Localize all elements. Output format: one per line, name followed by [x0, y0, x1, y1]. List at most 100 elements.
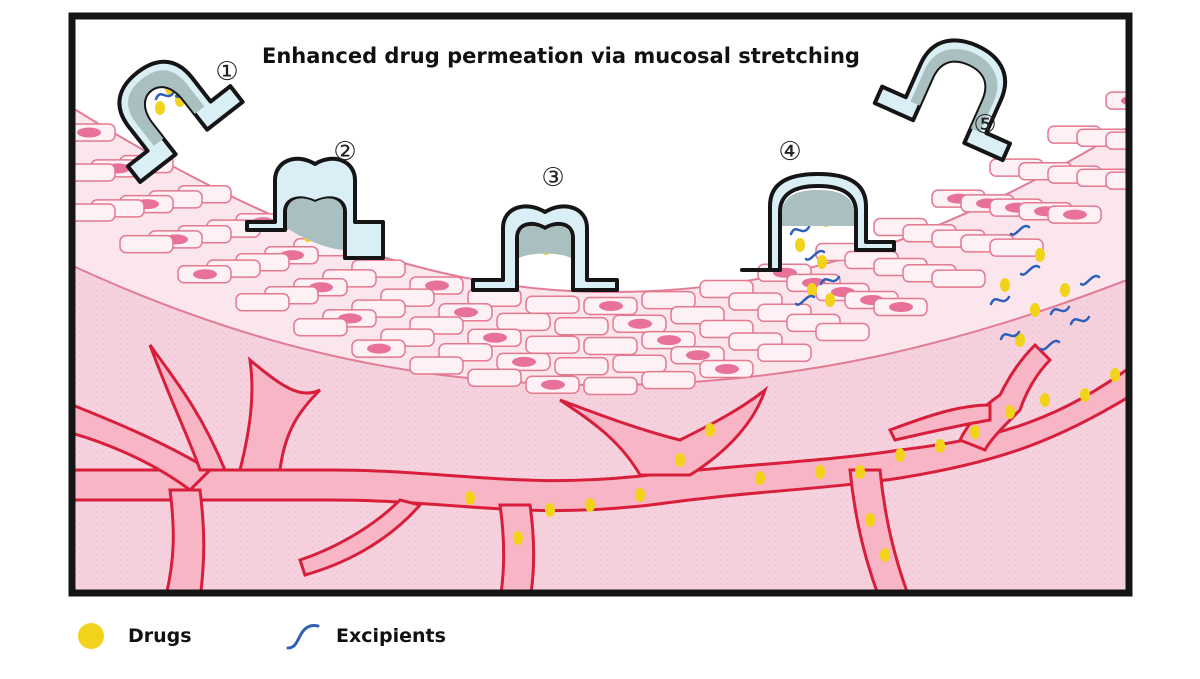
epithelial-cell — [72, 203, 116, 222]
cell-nucleus — [628, 318, 652, 329]
epithelial-cell — [583, 376, 638, 396]
drug-particle — [1110, 368, 1120, 382]
excipient-strand — [999, 330, 1021, 341]
drug-particle — [585, 498, 595, 512]
epithelial-cell — [525, 295, 580, 314]
legend-item-drugs: Drugs — [76, 618, 192, 654]
drug-particle — [1030, 303, 1040, 317]
excipient-strand — [989, 295, 1011, 306]
drug-particle — [815, 465, 825, 479]
epithelial-cell — [612, 354, 667, 373]
epithelial-cell — [1135, 95, 1188, 112]
cell-nucleus — [1150, 99, 1174, 109]
device-step-5 — [872, 38, 1012, 163]
excipient-squiggle-icon — [286, 624, 320, 650]
drug-particle — [1005, 405, 1015, 419]
drug-particle — [755, 471, 765, 485]
excipient-strand — [804, 249, 826, 261]
cell-nucleus — [715, 363, 739, 374]
excipient-strand — [154, 90, 176, 101]
drug-dot-icon — [78, 623, 104, 649]
cell-nucleus — [1063, 209, 1087, 220]
drug-particle — [1035, 248, 1045, 262]
cell-nucleus — [657, 335, 681, 346]
epithelial-cell — [1105, 171, 1129, 190]
drug-particle — [1060, 283, 1070, 297]
epithelial-cell — [72, 163, 116, 182]
cell-nucleus — [425, 280, 449, 291]
drug-particle — [635, 488, 645, 502]
step-number-4: ④ — [778, 137, 801, 167]
drug-particle — [465, 491, 475, 505]
epithelial-cell — [235, 293, 290, 312]
drug-particle — [1040, 393, 1050, 407]
step-number-2: ② — [333, 137, 356, 167]
drug-particle — [513, 531, 523, 545]
legend-item-excipients: Excipients — [284, 618, 446, 654]
blood-vessel — [848, 468, 910, 593]
cell-nucleus — [193, 269, 217, 280]
device-reservoir — [782, 190, 854, 226]
device-reservoir — [287, 198, 343, 250]
drug-particle — [865, 513, 875, 527]
epithelial-cell — [670, 305, 725, 325]
drug-particle — [1000, 278, 1010, 292]
drug-particle — [1015, 333, 1025, 347]
cell-nucleus — [541, 379, 565, 390]
epithelial-cell — [1105, 91, 1129, 110]
blood-vessel — [957, 342, 1053, 452]
epithelial-cell — [119, 234, 174, 254]
blood-vessel — [238, 356, 322, 472]
device-reservoir — [910, 48, 998, 133]
cell-nucleus — [77, 127, 101, 138]
device-step-1 — [117, 59, 245, 184]
device-shell — [117, 59, 245, 184]
device-step-4 — [740, 172, 896, 272]
step-number-3: ③ — [541, 163, 564, 193]
epithelial-cell — [496, 312, 551, 332]
legend-label-drugs: Drugs — [128, 625, 192, 647]
excipient-strand — [1049, 305, 1071, 316]
excipient-strand — [1019, 264, 1041, 276]
device-reservoir — [519, 225, 571, 258]
excipient-strand — [1069, 315, 1091, 326]
epithelial-cell — [525, 335, 580, 354]
drug-particle — [675, 453, 685, 467]
device-shell — [245, 156, 385, 260]
drug-particle — [825, 293, 835, 307]
excipient-strand — [794, 294, 816, 306]
epithelial-cell — [641, 370, 696, 390]
legend-label-excipients: Excipients — [336, 625, 446, 647]
blood-vessel — [498, 503, 536, 593]
drug-particle — [970, 425, 980, 439]
device-shell — [740, 172, 896, 272]
step-number-1: ① — [215, 57, 238, 87]
epithelial-cell — [467, 368, 522, 387]
cell-nucleus — [889, 302, 913, 313]
epithelial-cell — [1105, 131, 1129, 150]
cell-nucleus — [367, 343, 391, 354]
epithelial-cells — [72, 91, 1188, 396]
figure-title: Enhanced drug permeation via mucosal str… — [262, 44, 860, 68]
epithelial-cell — [293, 318, 348, 337]
drug-particle — [705, 423, 715, 437]
device-step-2 — [245, 156, 385, 260]
blood-vessel-network — [72, 342, 1129, 593]
epithelial-cell — [554, 356, 609, 376]
drug-particle — [795, 238, 805, 252]
drug-particle — [855, 465, 865, 479]
blood-vessel — [165, 488, 206, 593]
excipient-strand — [789, 225, 811, 236]
excipient-strand — [1039, 339, 1061, 351]
figure-frame — [68, 12, 1133, 597]
drug-particle — [880, 548, 890, 562]
device-reservoir — [128, 70, 205, 146]
epithelial-cell — [583, 336, 638, 356]
epithelial-cell — [641, 290, 696, 310]
excipient-strand — [1009, 224, 1031, 236]
step-number-5: ⑤ — [973, 110, 996, 140]
epithelial-cell — [989, 238, 1044, 257]
drug-particle — [155, 101, 165, 115]
cell-nucleus — [686, 350, 710, 361]
